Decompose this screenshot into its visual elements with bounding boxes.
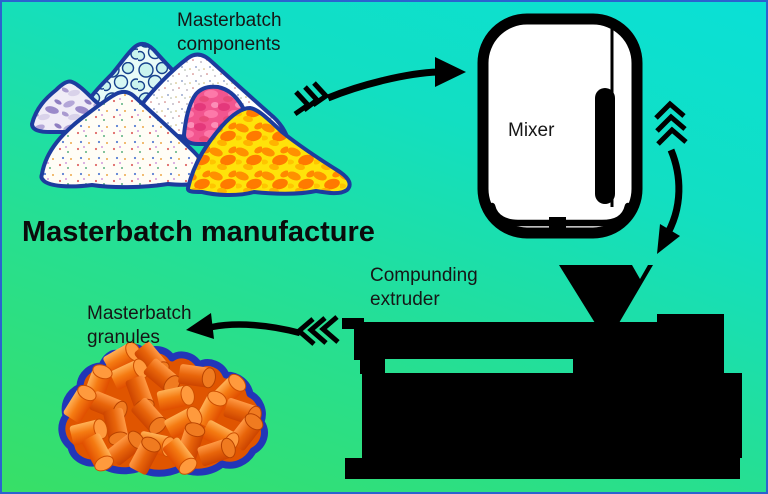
extruder-barrel-support-left	[360, 359, 373, 374]
extruder-base-plate	[345, 458, 740, 479]
extruder-tie-bar	[342, 318, 364, 329]
mixer-foot	[549, 217, 566, 233]
components-label: Masterbatch components	[177, 10, 282, 55]
extruder-die-block	[354, 329, 385, 360]
diagram-title: Masterbatch manufacture	[22, 216, 375, 248]
granules-label: Masterbatch granules	[87, 303, 192, 348]
extruder-hopper	[559, 265, 653, 323]
masterbatch-components-illustration	[30, 41, 352, 197]
arrow-shaft	[211, 321, 301, 337]
motion-chevron-icon	[654, 100, 686, 120]
motion-chevron-icon	[655, 113, 687, 133]
extruder-motor-housing	[657, 314, 724, 374]
arrow-extruder-to-granules	[186, 313, 340, 346]
mixer-label: Mixer	[508, 120, 555, 141]
arrow-components-to-mixer	[293, 57, 466, 117]
arrowhead-icon	[186, 313, 214, 339]
motion-chevron-icon	[307, 316, 328, 345]
extruder-label: Compunding extruder	[370, 265, 478, 310]
arrow-shaft	[661, 148, 683, 240]
arrow-mixer-to-extruder	[654, 100, 688, 254]
extruder-base	[362, 373, 742, 458]
mixer-handle	[595, 88, 615, 204]
pile-orange-yellow	[185, 106, 352, 197]
extruder-barrel	[360, 322, 660, 359]
arrow-shaft	[326, 68, 439, 102]
compounding-extruder-illustration	[342, 265, 742, 479]
motion-chevron-icon	[319, 315, 340, 344]
motion-chevron-icon	[311, 81, 330, 108]
mixer-illustration	[477, 13, 643, 239]
motion-chevron-icon	[656, 126, 688, 146]
extruder-barrel-support-right	[573, 359, 660, 374]
arrowhead-icon	[657, 224, 680, 254]
masterbatch-granules-illustration	[58, 339, 268, 479]
arrowhead-icon	[435, 57, 466, 87]
